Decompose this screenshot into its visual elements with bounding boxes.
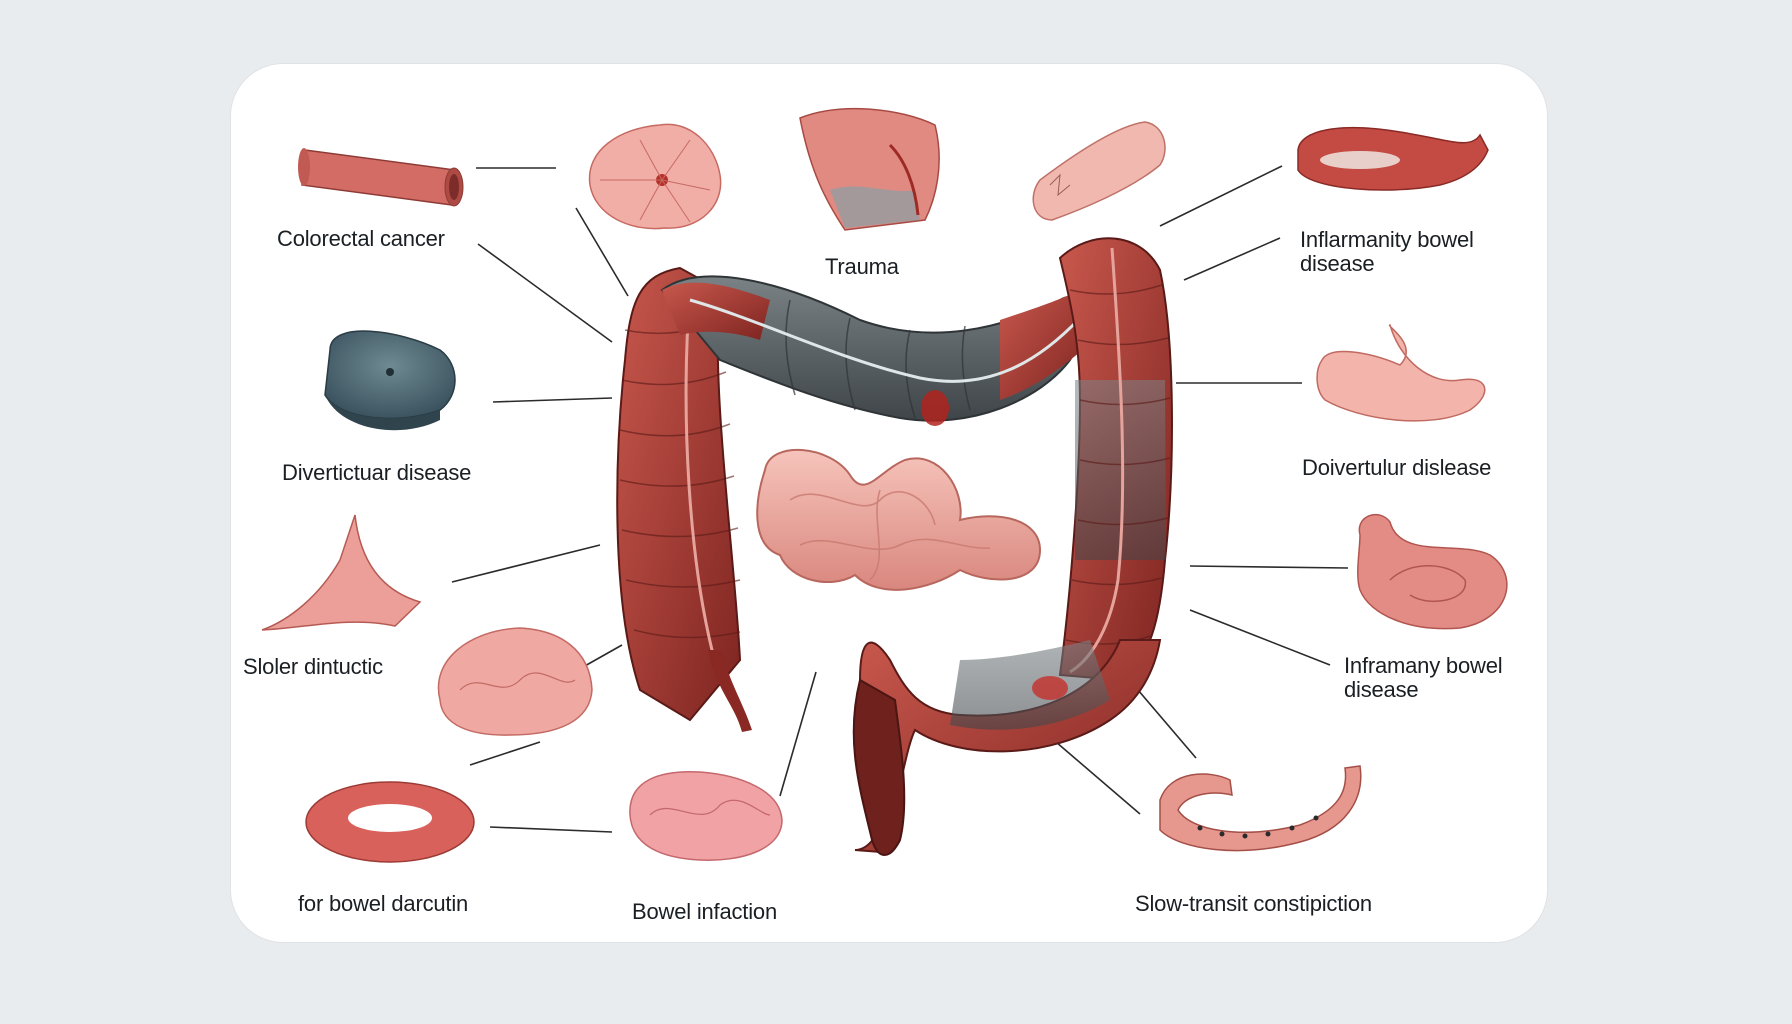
arc-colon-illustration-bottom-right bbox=[1159, 765, 1362, 852]
leader-lines bbox=[451, 165, 1349, 833]
label-trauma: Trauma bbox=[825, 254, 899, 279]
trauma-tissue-illustration bbox=[799, 107, 940, 231]
label-slow-transit-constipation: Slow-transit constipiction bbox=[1135, 891, 1372, 916]
curled-tube-illustration-right bbox=[1316, 324, 1486, 422]
label-diverticular-left: Divertictuar disease bbox=[282, 460, 472, 485]
tube-segment-illustration bbox=[298, 148, 464, 207]
sausage-tissue-illustration bbox=[1032, 121, 1166, 221]
flower-mucosa-illustration bbox=[588, 123, 722, 230]
label-sloler-dintuctic: Sloler dintuctic bbox=[243, 654, 383, 679]
small-intestine bbox=[756, 449, 1042, 591]
bowel-mass-illustration-left bbox=[437, 627, 593, 736]
label-bowel-darcutin: for bowel darcutin bbox=[298, 891, 469, 916]
spiral-coil-illustration-right bbox=[1357, 513, 1508, 630]
label-ibd-right: Inframany bowel disease bbox=[1344, 653, 1503, 702]
folded-tissue-illustration-left bbox=[261, 514, 422, 631]
bowel-mass-illustration-bottom bbox=[629, 771, 783, 861]
label-diverticular-right: Doivertulur dislease bbox=[1302, 455, 1492, 480]
label-bowel-infaction: Bowel infaction bbox=[632, 899, 777, 924]
label-colorectal-cancer: Colorectal cancer bbox=[277, 226, 445, 251]
large-intestine bbox=[616, 237, 1173, 856]
ring-colon-illustration-top bbox=[1297, 127, 1489, 191]
ring-colon-illustration-bottom-left bbox=[305, 781, 475, 863]
label-ibd-top: Inflarmanity bowel disease bbox=[1300, 227, 1474, 276]
blue-mucosa-illustration bbox=[324, 330, 456, 431]
